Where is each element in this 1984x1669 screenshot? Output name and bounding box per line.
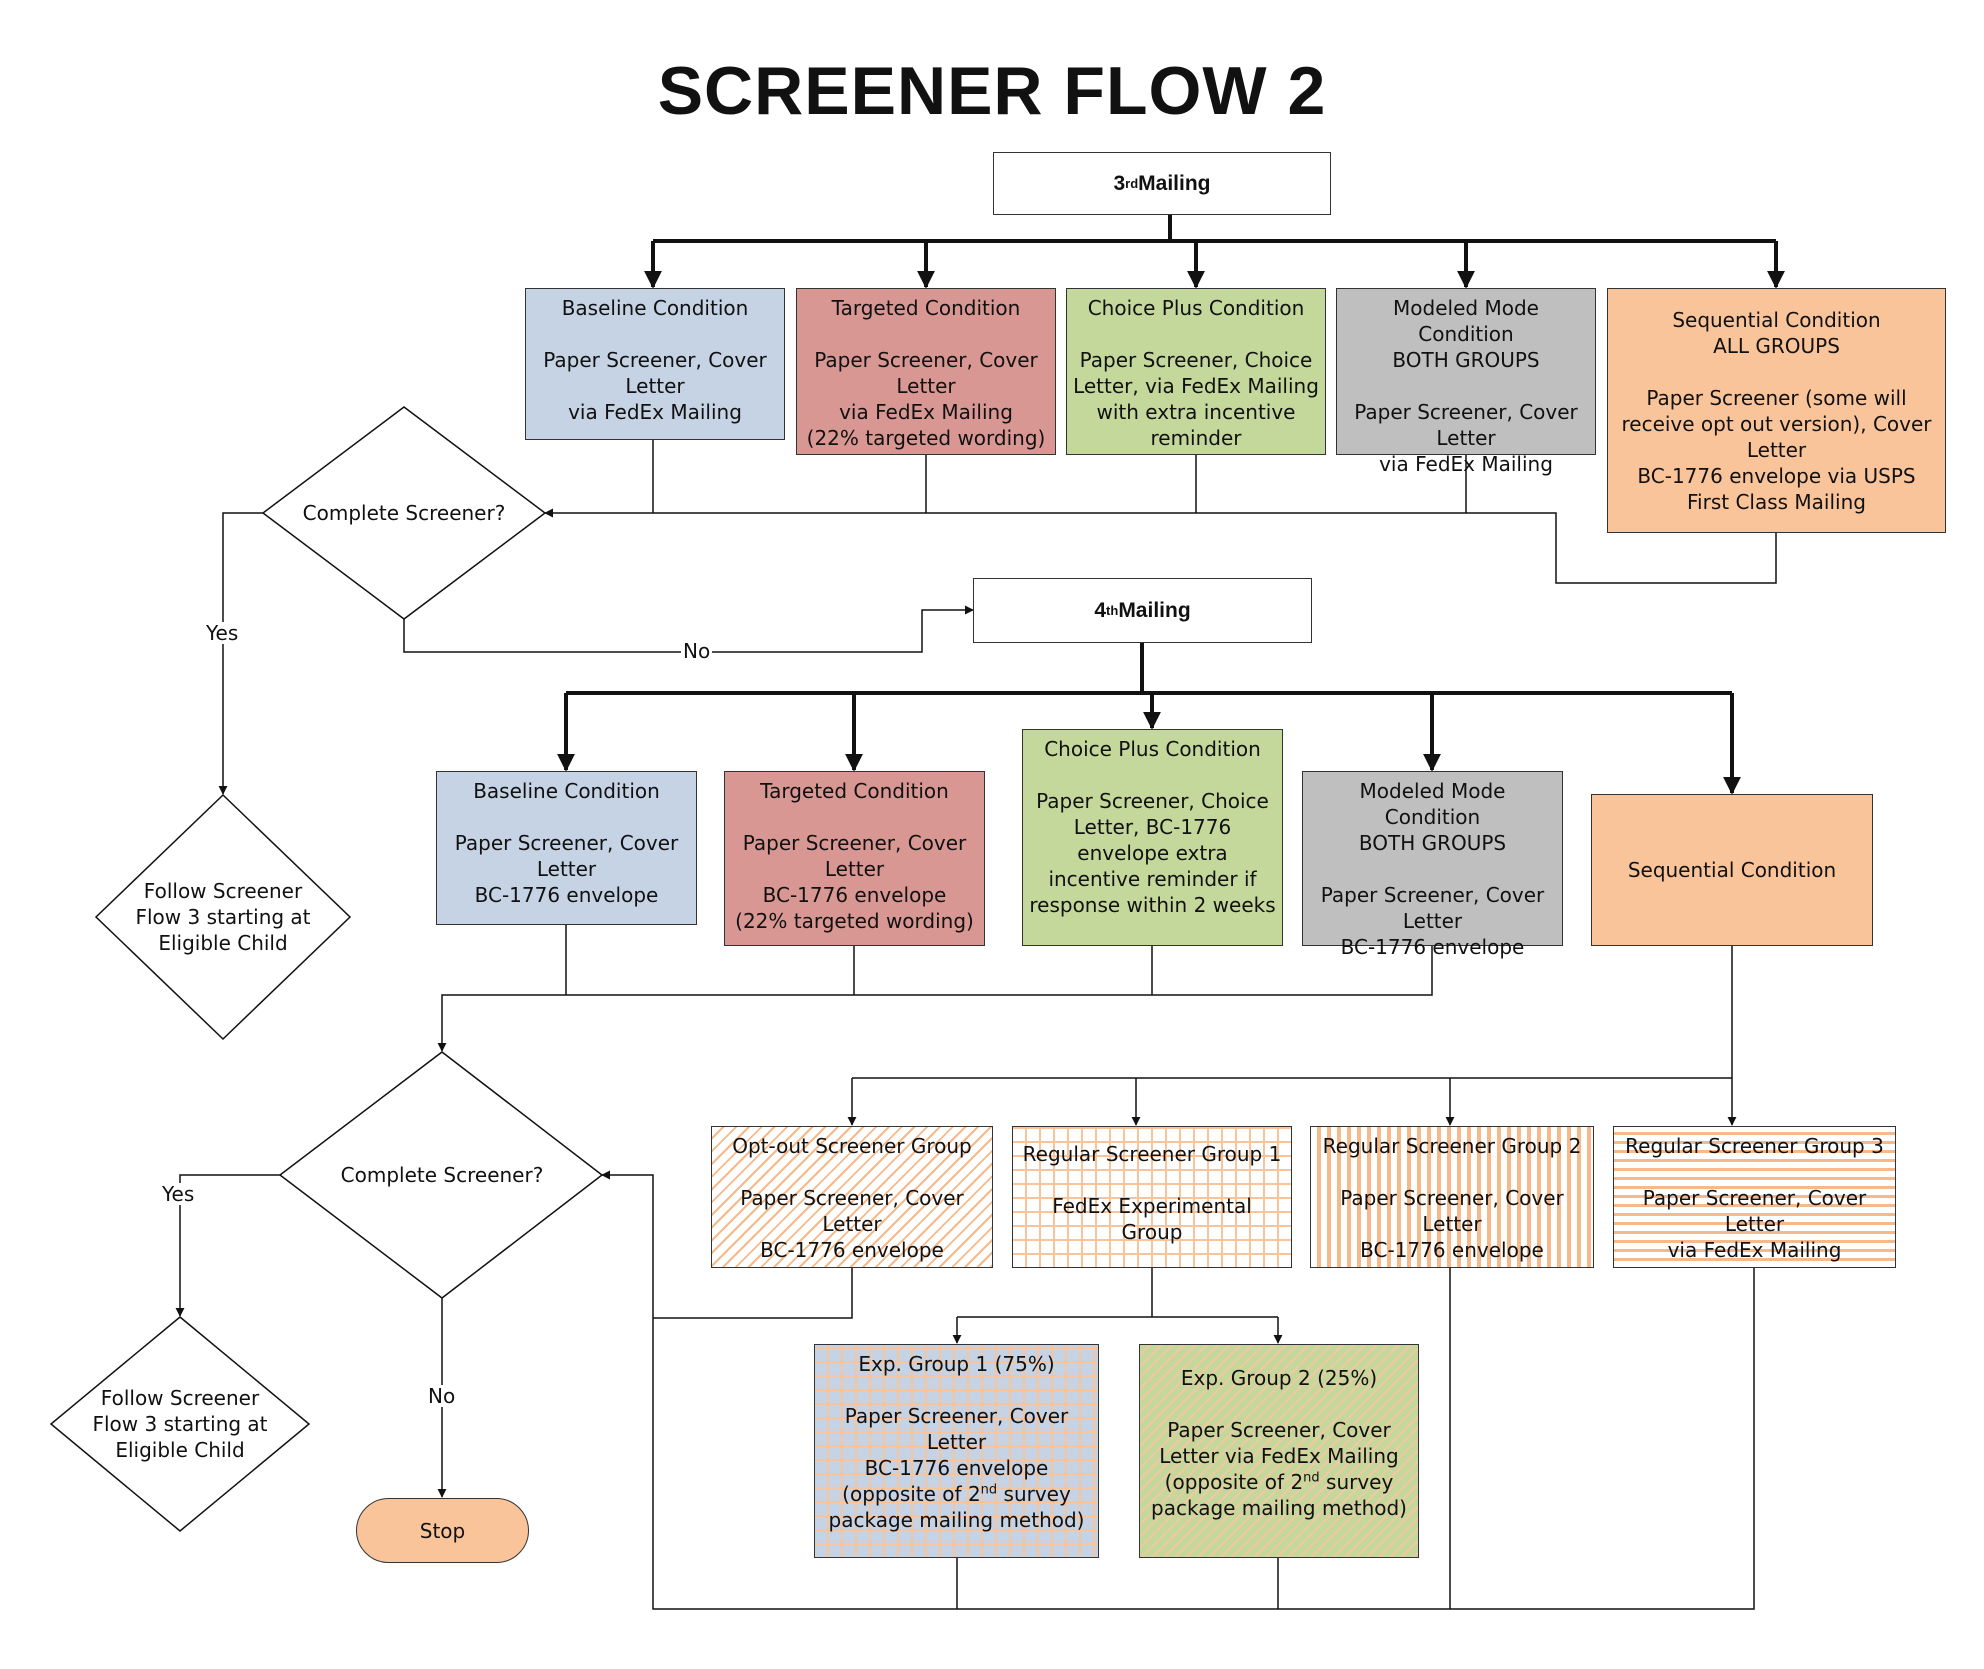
row2-targeted-box: Targeted Condition Paper Screener, Cover… bbox=[724, 771, 985, 946]
exp-group-2-box: Exp. Group 2 (25%) Paper Screener, Cover… bbox=[1139, 1344, 1419, 1558]
row2-baseline-text: Baseline Condition Paper Screener, Cover… bbox=[454, 779, 679, 907]
exp-group-1-body: Paper Screener, Cover Letter BC-1776 env… bbox=[844, 1404, 1069, 1480]
row1-baseline-box: Baseline Condition Paper Screener, Cover… bbox=[525, 288, 785, 440]
exp-group-1-title: Exp. Group 1 (75%) bbox=[858, 1352, 1055, 1376]
regular-group-3-text: Regular Screener Group 3 Paper Screener,… bbox=[1625, 1134, 1884, 1262]
row2-baseline-box: Baseline Condition Paper Screener, Cover… bbox=[436, 771, 697, 925]
exp-group-1-paren-pre: (opposite of 2 bbox=[842, 1482, 981, 1506]
row1-baseline-text: Baseline Condition Paper Screener, Cover… bbox=[543, 296, 767, 424]
exp-group-2-title: Exp. Group 2 (25%) bbox=[1180, 1366, 1378, 1390]
decision-1-label: Complete Screener? bbox=[302, 501, 506, 525]
row2-targeted-text: Targeted Condition Paper Screener, Cover… bbox=[735, 779, 974, 933]
row1-choice-text: Choice Plus Condition Paper Screener, Ch… bbox=[1073, 296, 1319, 450]
row1-sequential-box: Sequential Condition ALL GROUPS Paper Sc… bbox=[1607, 288, 1946, 533]
row2-modeled-box: Modeled Mode Condition BOTH GROUPS Paper… bbox=[1302, 771, 1563, 959]
no-label-1: No bbox=[681, 639, 713, 663]
exp-group-2-text: Exp. Group 2 (25%) Paper Screener, Cover… bbox=[1146, 1365, 1412, 1521]
mailing-4-pre: 4 bbox=[1094, 598, 1107, 622]
opt-out-group-box: Opt-out Screener Group Paper Screener, C… bbox=[711, 1126, 993, 1268]
row1-sequential-text: Sequential Condition ALL GROUPS Paper Sc… bbox=[1621, 307, 1932, 514]
exp-group-1-paren-sup: nd bbox=[980, 1482, 998, 1498]
decision-diamond-2 bbox=[278, 1051, 604, 1299]
exp-group-2-body: Paper Screener, Cover Letter via FedEx M… bbox=[1159, 1418, 1399, 1468]
follow-diamond-1 bbox=[94, 793, 352, 1041]
mailing-3-pre: 3 bbox=[1113, 171, 1126, 195]
decision-2-label: Complete Screener? bbox=[340, 1163, 544, 1187]
exp-group-1-paren-post: survey package mailing method) bbox=[828, 1482, 1085, 1532]
follow-2-label: Follow Screener Flow 3 starting at Eligi… bbox=[92, 1386, 268, 1462]
no-label-2: No bbox=[426, 1384, 458, 1408]
regular-group-2-text: Regular Screener Group 2 Paper Screener,… bbox=[1322, 1134, 1582, 1262]
row2-modeled-text: Modeled Mode Condition BOTH GROUPS Paper… bbox=[1320, 779, 1545, 959]
regular-group-1-text: Regular Screener Group 1 FedEx Experimen… bbox=[1022, 1142, 1282, 1244]
follow-diamond-2 bbox=[49, 1316, 311, 1532]
yes-label-2: Yes bbox=[160, 1182, 197, 1206]
exp-group-1-box: Exp. Group 1 (75%) Paper Screener, Cover… bbox=[814, 1344, 1099, 1558]
row2-sequential-box: Sequential Condition bbox=[1591, 794, 1873, 946]
row1-modeled-box: Modeled Mode Condition BOTH GROUPS Paper… bbox=[1336, 288, 1596, 476]
mailing-3-post: Mailing bbox=[1138, 171, 1211, 195]
regular-group-2-box: Regular Screener Group 2 Paper Screener,… bbox=[1310, 1126, 1594, 1268]
exp-group-1-text: Exp. Group 1 (75%) Paper Screener, Cover… bbox=[821, 1351, 1092, 1533]
exp-group-2-paren-sup: nd bbox=[1303, 1470, 1320, 1486]
row1-modeled-text: Modeled Mode Condition BOTH GROUPS Paper… bbox=[1354, 296, 1578, 476]
page-title: SCREENER FLOW 2 bbox=[657, 53, 1327, 129]
stop-terminal: Stop bbox=[356, 1498, 529, 1563]
follow-1-label: Follow Screener Flow 3 starting at Eligi… bbox=[135, 879, 311, 955]
regular-group-3-box: Regular Screener Group 3 Paper Screener,… bbox=[1613, 1126, 1896, 1268]
mailing-4-post: Mailing bbox=[1118, 598, 1191, 622]
row1-targeted-text: Targeted Condition Paper Screener, Cover… bbox=[806, 296, 1046, 450]
regular-group-1-box: Regular Screener Group 1 FedEx Experimen… bbox=[1012, 1126, 1292, 1268]
exp-group-2-paren-post: survey package mailing method) bbox=[1151, 1470, 1407, 1520]
stop-label: Stop bbox=[419, 1518, 466, 1543]
decision-diamond-1 bbox=[261, 406, 547, 620]
row2-choice-text: Choice Plus Condition Paper Screener, Ch… bbox=[1029, 737, 1276, 917]
row2-choice-box: Choice Plus Condition Paper Screener, Ch… bbox=[1022, 729, 1283, 946]
opt-out-group-text: Opt-out Screener Group Paper Screener, C… bbox=[732, 1134, 972, 1262]
row1-choice-box: Choice Plus Condition Paper Screener, Ch… bbox=[1066, 288, 1326, 455]
yes-label-1: Yes bbox=[204, 621, 241, 645]
row1-targeted-box: Targeted Condition Paper Screener, Cover… bbox=[796, 288, 1056, 455]
exp-group-2-paren-pre: (opposite of 2 bbox=[1164, 1470, 1304, 1494]
row2-sequential-text: Sequential Condition bbox=[1627, 858, 1837, 882]
